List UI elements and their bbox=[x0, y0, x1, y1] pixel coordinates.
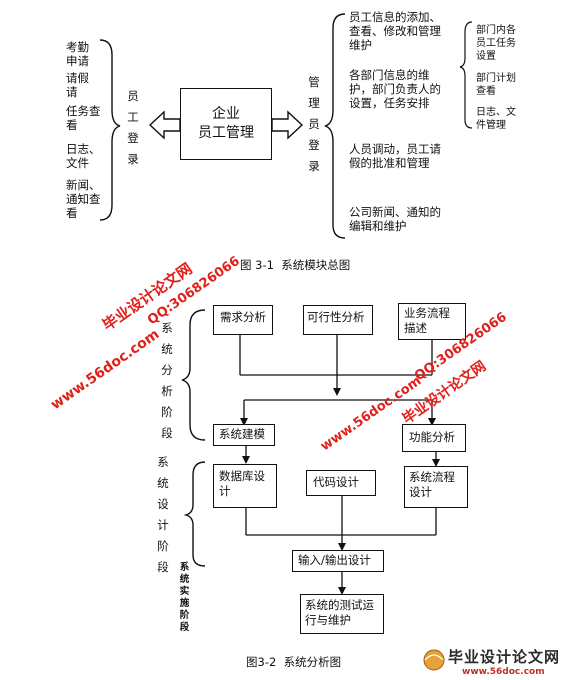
center-box-label: 企业 员工管理 bbox=[198, 106, 254, 141]
site-logo-title: 毕业设计论文网 bbox=[448, 648, 561, 666]
left-item-3: 任务查 看 bbox=[66, 104, 101, 132]
box-requirements: 需求分析 bbox=[213, 305, 273, 335]
box-test: 系统的测试运 行与维护 bbox=[300, 594, 384, 634]
box-io: 输入/输出设计 bbox=[292, 550, 384, 572]
left-item-1: 考勤 申请 bbox=[66, 40, 89, 68]
box-business-flow-label: 业务流程 描述 bbox=[404, 306, 450, 335]
left-item-5: 新闻、 通知查 看 bbox=[66, 178, 101, 220]
box-test-label: 系统的测试运 行与维护 bbox=[305, 598, 374, 627]
box-sysflow: 系统流程 设计 bbox=[404, 466, 468, 508]
box-function-label: 功能分析 bbox=[409, 430, 455, 444]
arrow-right bbox=[271, 110, 304, 140]
box-code-label: 代码设计 bbox=[313, 475, 359, 489]
box-feasibility: 可行性分析 bbox=[303, 305, 373, 335]
sub-brace bbox=[459, 21, 473, 129]
fig2-caption: 图3-2 系统分析图 bbox=[246, 655, 342, 669]
right-item-3: 人员调动，员工请 假的批准和管理 bbox=[349, 142, 441, 170]
box-feasibility-label: 可行性分析 bbox=[307, 310, 365, 324]
right-vertical-label: 管理员登录 bbox=[308, 75, 320, 173]
box-modeling-label: 系统建模 bbox=[219, 427, 265, 441]
box-io-label: 输入/输出设计 bbox=[298, 553, 371, 567]
center-box: 企业 员工管理 bbox=[180, 88, 272, 160]
site-logo: 毕业设计论文网 www.56doc.com bbox=[448, 646, 574, 677]
box-requirements-label: 需求分析 bbox=[220, 310, 266, 324]
box-database-label: 数据库设 计 bbox=[219, 469, 265, 498]
left-item-2: 请假 请 bbox=[66, 71, 89, 99]
box-code: 代码设计 bbox=[306, 470, 376, 496]
box-database: 数据库设 计 bbox=[213, 464, 277, 508]
left-brace bbox=[99, 39, 121, 221]
arrow-left bbox=[148, 110, 181, 140]
box-business-flow: 业务流程 描述 bbox=[398, 303, 466, 340]
phase-analysis-label: 系统分析阶段 bbox=[161, 321, 173, 440]
right-brace bbox=[324, 13, 346, 239]
sub-item-3: 日志、文 件管理 bbox=[476, 107, 516, 131]
box-sysflow-label: 系统流程 设计 bbox=[409, 470, 455, 499]
fig1-caption: 图 3-1 系统模块总图 bbox=[240, 258, 351, 272]
sub-item-1: 部门内各 员工任务 设置 bbox=[476, 25, 516, 62]
left-item-4: 日志、 文件 bbox=[66, 142, 101, 170]
right-item-1: 员工信息的添加、 查看、修改和管理 维护 bbox=[349, 10, 441, 52]
phase-impl-label: 系统实施阶段 bbox=[179, 562, 190, 633]
sub-item-2: 部门计划 查看 bbox=[476, 73, 516, 97]
box-modeling: 系统建模 bbox=[213, 424, 275, 446]
analysis-brace bbox=[181, 309, 206, 441]
site-logo-url: www.56doc.com bbox=[462, 667, 545, 677]
design-brace bbox=[183, 461, 206, 567]
phase-design-label: 系统设计阶段 bbox=[157, 455, 169, 574]
right-item-4: 公司新闻、通知的 编辑和维护 bbox=[349, 205, 441, 233]
left-vertical-label: 员工登录 bbox=[127, 89, 139, 166]
logo-globe bbox=[423, 649, 445, 671]
right-item-2: 各部门信息的维 护，部门负责人的 设置，任务安排 bbox=[349, 68, 441, 110]
box-function: 功能分析 bbox=[402, 424, 466, 452]
